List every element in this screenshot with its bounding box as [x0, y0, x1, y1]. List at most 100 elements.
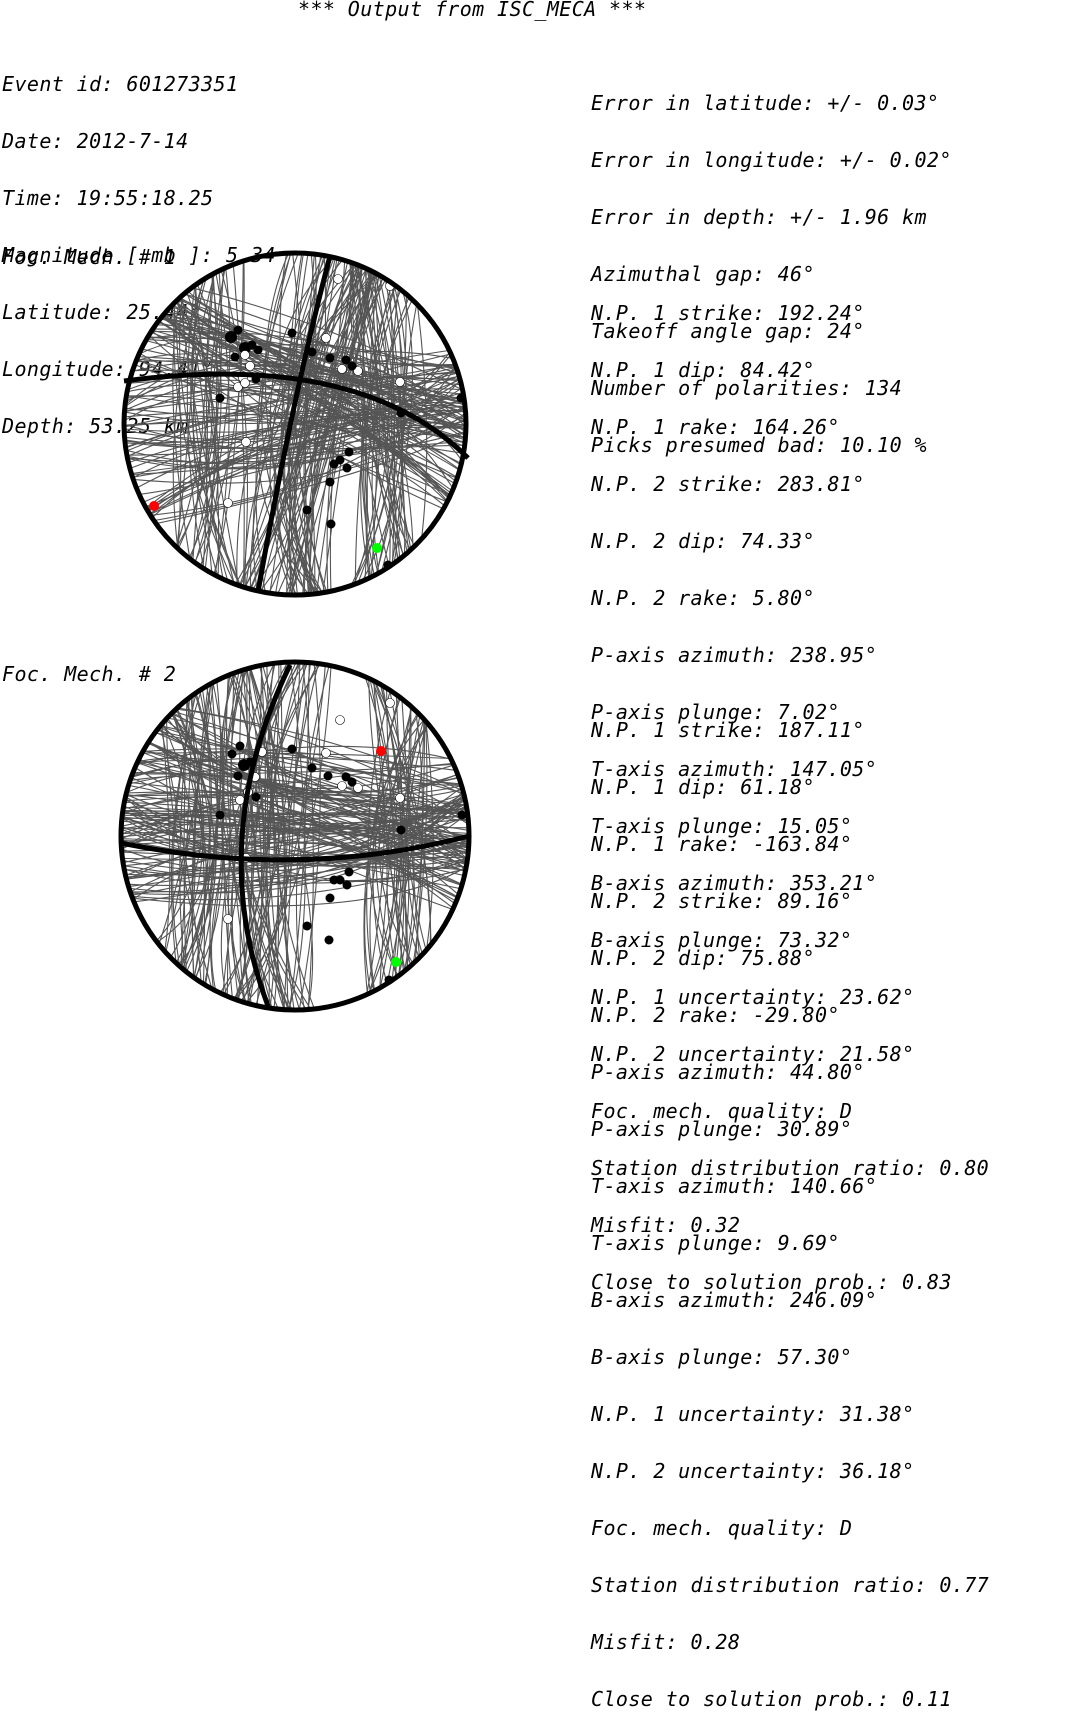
- mech1-param: T-axis plunge: 15.05°: [591, 814, 853, 838]
- solution-line: [400, 687, 421, 970]
- solution-line: [121, 799, 469, 895]
- station-compression: [233, 771, 243, 781]
- solution-line: [370, 266, 403, 569]
- solution-line: [415, 291, 428, 554]
- solution-line: [151, 722, 469, 787]
- station-compression: [342, 880, 352, 890]
- event-magnitude: Magnitude [ mb ]: 5.34: [2, 243, 276, 267]
- solution-line: [124, 375, 466, 433]
- station-compression: [287, 744, 297, 754]
- station-compression: [307, 347, 317, 357]
- solution-line: [231, 662, 272, 1008]
- station-dilatation: [240, 378, 250, 388]
- mech1-param: N.P. 1 dip: 84.42°: [591, 358, 815, 382]
- station-compression: [323, 771, 333, 781]
- solution-line: [363, 258, 410, 563]
- solution-line: [212, 263, 230, 585]
- solution-line: [364, 281, 405, 583]
- station-dilatation: [337, 781, 347, 791]
- solution-line: [360, 665, 396, 1000]
- error-longitude: Error in longitude: +/- 0.02°: [591, 148, 952, 172]
- station-compression: [227, 749, 237, 759]
- solution-line: [390, 278, 402, 569]
- solution-line: [137, 375, 466, 511]
- solution-line: [378, 696, 414, 999]
- solution-line: [368, 668, 432, 958]
- solution-line: [410, 707, 428, 977]
- solution-line: [364, 667, 415, 985]
- station-compression: [347, 777, 357, 787]
- station-compression: [302, 505, 312, 515]
- solution-line: [295, 662, 332, 1010]
- error-depth: Error in depth: +/- 1.96 km: [591, 205, 927, 229]
- mech2-param: Station distribution ratio: 0.77: [591, 1573, 990, 1597]
- station-dilatation: [333, 274, 343, 284]
- error-latitude: Error in latitude: +/- 0.03°: [591, 91, 940, 115]
- solution-line: [189, 684, 224, 986]
- solution-line: [122, 793, 469, 898]
- solution-line: [124, 444, 466, 476]
- mech1-param: N.P. 1 rake: 164.26°: [591, 415, 840, 439]
- solution-line: [177, 287, 208, 578]
- mech2-param: T-axis plunge: 9.69°: [591, 1231, 840, 1255]
- solution-line: [121, 774, 468, 879]
- beachball-2-nodal-plane-2: [120, 833, 470, 863]
- solution-line: [226, 663, 235, 1006]
- solution-line: [362, 259, 373, 587]
- station-compression: [324, 935, 334, 945]
- station-compression: [325, 893, 335, 903]
- station-compression: [342, 463, 352, 473]
- station-compression: [325, 353, 335, 363]
- solution-line: [184, 265, 222, 567]
- beachball-1-nodal-plane-2: [123, 371, 470, 460]
- station-compression: [235, 741, 245, 751]
- solution-line: [179, 685, 192, 984]
- solution-line: [271, 662, 319, 1010]
- solution-line: [124, 343, 457, 441]
- solution-line: [126, 337, 466, 411]
- station-compression: [344, 447, 354, 457]
- station-compression: [329, 459, 339, 469]
- solution-line: [218, 261, 248, 595]
- solution-line: [371, 288, 414, 583]
- solution-line: [121, 795, 469, 832]
- station-dilatation: [385, 698, 395, 708]
- solution-line: [142, 328, 460, 498]
- solution-line: [183, 690, 206, 994]
- solution-line: [160, 711, 171, 963]
- number-of-polarities: Number of polarities: 134: [591, 376, 903, 400]
- mech2-param: N.P. 1 strike: 187.11°: [591, 718, 865, 742]
- station-dilatation: [235, 795, 245, 805]
- station-compression: [344, 867, 354, 877]
- station-dilatation: [395, 793, 405, 803]
- solution-line: [231, 662, 312, 1008]
- mech1-param: P-axis azimuth: 238.95°: [591, 643, 878, 667]
- solution-line: [252, 268, 387, 595]
- solution-line: [124, 405, 466, 484]
- mech1-param: N.P. 1 uncertainty: 23.62°: [591, 985, 915, 1009]
- station-compression: [247, 340, 257, 350]
- solution-line: [368, 668, 414, 976]
- solution-line: [249, 257, 363, 595]
- solution-line: [286, 262, 375, 595]
- beachball-1-t-axis: [372, 543, 382, 553]
- station-compression: [253, 345, 263, 355]
- event-id: Event id: 601273351: [2, 72, 239, 96]
- station-compression: [233, 325, 243, 335]
- solution-line: [124, 393, 466, 449]
- mech2-param: T-axis azimuth: 140.66°: [591, 1174, 878, 1198]
- mech2-param: N.P. 2 uncertainty: 36.18°: [591, 1459, 915, 1483]
- beachball-2-stations: [215, 698, 467, 985]
- station-compression: [230, 352, 240, 362]
- station-compression: [457, 810, 467, 820]
- station-compression: [325, 477, 335, 487]
- takeoff-angle-gap: Takeoff angle gap: 24°: [591, 319, 865, 343]
- solution-line: [378, 704, 423, 972]
- solution-line: [284, 253, 331, 595]
- station-compression: [307, 763, 317, 773]
- mech2-param: Misfit: 0.28: [591, 1630, 741, 1654]
- mech1-param: T-axis azimuth: 147.05°: [591, 757, 878, 781]
- solution-line: [173, 289, 240, 595]
- solution-line: [132, 346, 466, 380]
- solution-line: [245, 662, 315, 1010]
